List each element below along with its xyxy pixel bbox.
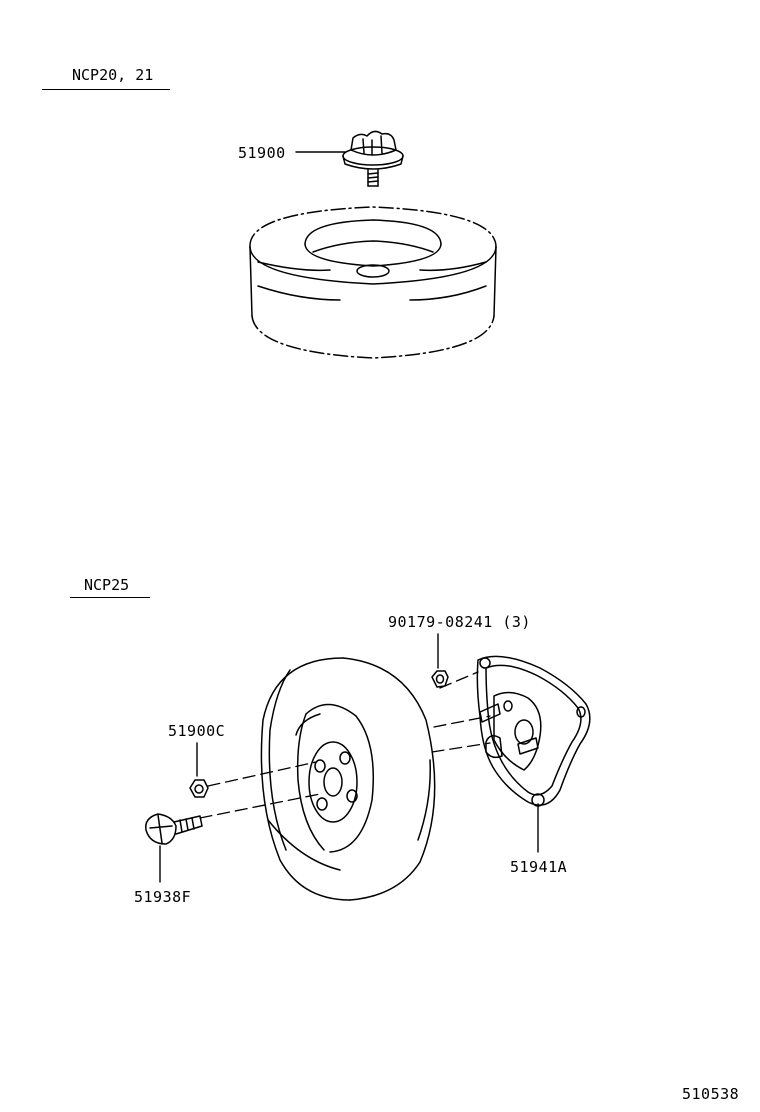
- callout-51938f: 51938F: [134, 888, 192, 906]
- callout-51900c: 51900C: [168, 722, 226, 740]
- bolt-51938f: [145, 813, 203, 845]
- callout-51941a: 51941A: [510, 858, 568, 876]
- callout-90179-08241: 90179-08241 (3): [388, 613, 531, 631]
- section-label-ncp20-21: NCP20, 21: [72, 66, 154, 84]
- nut-90179: [431, 670, 449, 688]
- clamp-bolt-51900: [342, 130, 404, 187]
- assembly-dashes: [199, 671, 491, 819]
- callout-51900: 51900: [238, 144, 286, 162]
- bracket-51941a: [476, 655, 591, 807]
- figure-id: 510538: [682, 1085, 740, 1103]
- section-label-ncp25: NCP25: [84, 576, 130, 594]
- section-underline-ncp20-21: [42, 89, 170, 90]
- section-underline-ncp25: [70, 597, 150, 598]
- nut-51900c: [189, 779, 209, 798]
- spare-tire-upright: [260, 657, 436, 901]
- spare-tire-flat: [249, 206, 497, 359]
